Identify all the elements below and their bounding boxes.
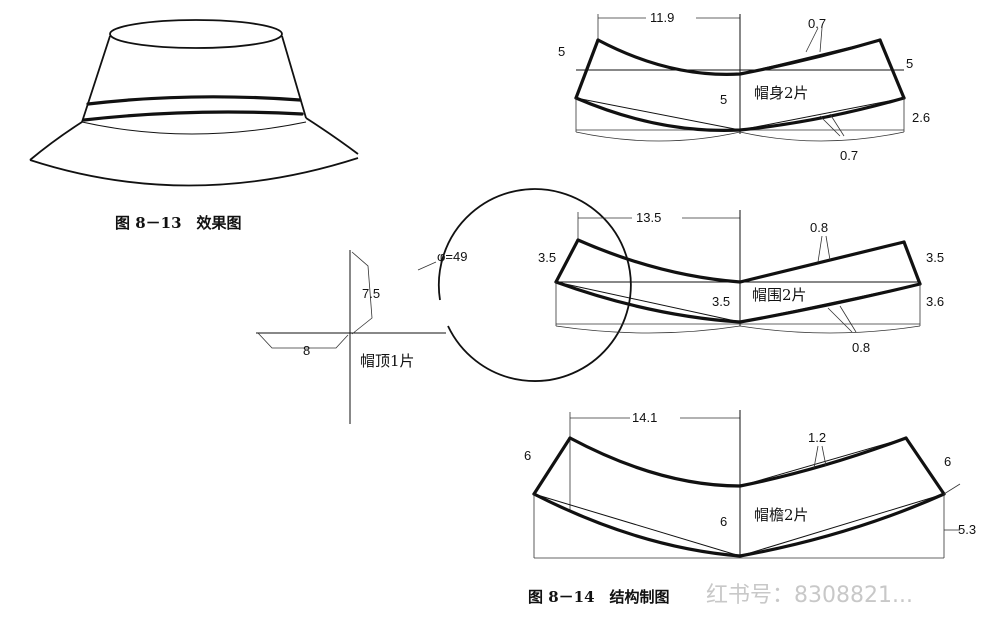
body-bottom-offset: 0.7 (840, 148, 858, 163)
body-bottom-offset-leader-2 (829, 113, 845, 137)
body-diagonal-right (739, 97, 905, 131)
band-center-height: 3.5 (712, 294, 730, 309)
band-right-height: 3.5 (926, 250, 944, 265)
body-bottom-right: 2.6 (912, 110, 930, 125)
crown-dim-vertical-line (351, 251, 373, 335)
body-top-offset-leader-1 (805, 27, 819, 53)
band-top-width: 13.5 (636, 210, 661, 225)
band-bottom-offset-leader-2 (839, 305, 857, 333)
body-top-offset: 0.7 (808, 16, 826, 31)
brim-piece-pattern (532, 410, 961, 559)
band-diagonal-right (739, 283, 921, 323)
band-right-side (902, 240, 922, 286)
hat-band-line-2 (82, 110, 304, 122)
hat-band-line-1 (86, 95, 302, 106)
hat-illustration (29, 19, 359, 187)
figure-caption-14: 图 8－14 结构制图 (528, 588, 670, 606)
band-piece-label: 帽围2片 (752, 286, 807, 304)
brim-bottom-right: 5.3 (958, 522, 976, 537)
brim-center-height: 6 (720, 514, 727, 529)
figure-caption-13: 图 8－13 效果图 (115, 214, 242, 232)
brim-corner-tick (943, 483, 961, 495)
band-bottom-offset: 0.8 (852, 340, 870, 355)
band-bottom-right: 3.6 (926, 294, 944, 309)
crown-top-circle (437, 188, 632, 382)
band-left-side (554, 238, 580, 284)
body-left-height: 5 (558, 44, 565, 59)
body-top-curve (596, 38, 882, 76)
brim-top-offset: 1.2 (808, 430, 826, 445)
band-piece-pattern (554, 210, 922, 334)
crown-top-pattern (256, 188, 632, 424)
crown-dim-horizontal-line (257, 332, 349, 349)
brim-right-height: 6 (944, 454, 951, 469)
watermark: 红书号：8308821... (706, 583, 913, 608)
crown-top-label: 帽顶1片 (360, 352, 415, 370)
body-piece-pattern (574, 14, 906, 142)
hat-brim-inner-curve (81, 121, 307, 135)
hat-brim-left (29, 121, 83, 161)
body-diagonal-left (575, 97, 741, 131)
body-left-side (574, 38, 600, 100)
body-bottom-offset-leader-1 (819, 115, 841, 137)
brim-top-curve (568, 436, 908, 488)
brim-piece-label: 帽檐2片 (754, 506, 809, 524)
hat-crown-right-side (281, 35, 307, 119)
hat-brim-right (305, 117, 359, 155)
brim-top-offset-leader-1 (813, 445, 819, 469)
body-top-width: 11.9 (650, 10, 674, 25)
brim-top-offset-leader-2 (821, 445, 827, 467)
hat-crown-ellipse (109, 19, 283, 49)
brim-diagonal-right (739, 493, 945, 557)
band-left-height: 3.5 (538, 250, 556, 265)
band-top-offset-leader-1 (817, 235, 823, 263)
crown-dim-horizontal: 8 (303, 343, 310, 358)
body-lower-arc (575, 131, 905, 142)
hat-crown-left-side (81, 35, 111, 123)
body-top-offset-leader-2 (819, 27, 823, 53)
band-top-offset: 0.8 (810, 220, 828, 235)
brim-diagonal-top (739, 437, 907, 487)
band-top-offset-leader-2 (825, 235, 831, 261)
brim-left-height: 6 (524, 448, 531, 463)
band-bottom-curve (554, 280, 922, 324)
body-center-height: 5 (720, 92, 727, 107)
band-diagonal-top (739, 241, 905, 283)
body-diagonal-top (739, 39, 881, 75)
brim-right-side (904, 436, 946, 496)
body-piece-label: 帽身2片 (754, 84, 809, 102)
crown-diameter-leader (417, 261, 437, 271)
crown-diameter-label: φ=49 (437, 249, 467, 264)
brim-top-width: 14.1 (632, 410, 657, 425)
brim-left-side (532, 436, 572, 496)
band-bottom-offset-leader-1 (827, 307, 853, 333)
brim-diagonal-left (533, 493, 741, 557)
body-right-height: 5 (906, 56, 913, 71)
band-diagonal-left (555, 281, 741, 323)
band-lower-arc (555, 325, 921, 334)
crown-dim-vertical: 7.5 (362, 286, 380, 301)
body-right-side (878, 38, 906, 100)
hat-brim-edge (29, 157, 359, 187)
brim-bottom-curve (532, 492, 946, 558)
